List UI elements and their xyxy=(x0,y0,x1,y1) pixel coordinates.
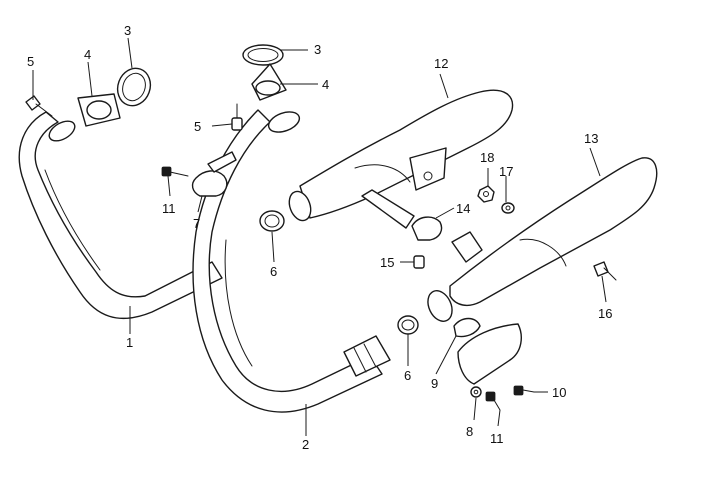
clamp-bracket-7 xyxy=(191,151,237,197)
callout-1: 1 xyxy=(126,335,133,350)
flange-4-left xyxy=(77,93,121,127)
callout-5: 5 xyxy=(194,119,201,134)
callout-8: 8 xyxy=(466,424,473,439)
bolt-15 xyxy=(413,255,425,269)
clamp-14 xyxy=(411,216,443,241)
bolt-16 xyxy=(593,261,617,281)
washer-8 xyxy=(470,386,482,398)
callout-11: 11 xyxy=(162,201,176,216)
bolt-5-right xyxy=(231,103,243,131)
connector-ring-6-bottom xyxy=(397,315,419,335)
callout-4: 4 xyxy=(84,47,91,62)
callout-14: 14 xyxy=(456,201,470,216)
clamp-bracket-9 xyxy=(453,317,481,338)
callout-12: 12 xyxy=(434,56,448,71)
bolt-10 xyxy=(513,385,535,396)
exhaust-pipe-2 xyxy=(192,109,391,413)
nut-18 xyxy=(477,185,495,203)
callout-11: 11 xyxy=(490,431,504,446)
callout-17: 17 xyxy=(499,164,513,179)
callout-7: 7 xyxy=(193,216,200,231)
callout-labels: 5 4 3 3 4 5 12 13 18 17 14 11 7 6 15 1 6… xyxy=(27,23,612,452)
exhaust-pipe-1 xyxy=(18,111,223,320)
flange-4-right xyxy=(251,63,287,101)
bolt-11-bottom xyxy=(485,391,501,411)
callout-6: 6 xyxy=(404,368,411,383)
heat-cover xyxy=(457,323,522,385)
callout-13: 13 xyxy=(584,131,598,146)
callout-5: 5 xyxy=(27,54,34,69)
bolt-5-left xyxy=(25,95,53,117)
callout-4: 4 xyxy=(322,77,329,92)
gasket-3-left xyxy=(116,67,152,107)
gasket-3-right xyxy=(242,44,284,66)
bolt-11-top xyxy=(161,166,189,177)
connector-ring-6-top xyxy=(259,210,285,232)
muffler-13 xyxy=(427,157,658,322)
callout-10: 10 xyxy=(552,385,566,400)
callout-9: 9 xyxy=(431,376,438,391)
muffler-12 xyxy=(288,89,514,229)
callout-16: 16 xyxy=(598,306,612,321)
callout-3: 3 xyxy=(314,42,321,57)
callout-2: 2 xyxy=(302,437,309,452)
leader-lines xyxy=(32,37,607,436)
callout-18: 18 xyxy=(480,150,494,165)
callout-15: 15 xyxy=(380,255,394,270)
callout-6: 6 xyxy=(270,264,277,279)
callout-3: 3 xyxy=(124,23,131,38)
washer-17 xyxy=(501,202,515,214)
